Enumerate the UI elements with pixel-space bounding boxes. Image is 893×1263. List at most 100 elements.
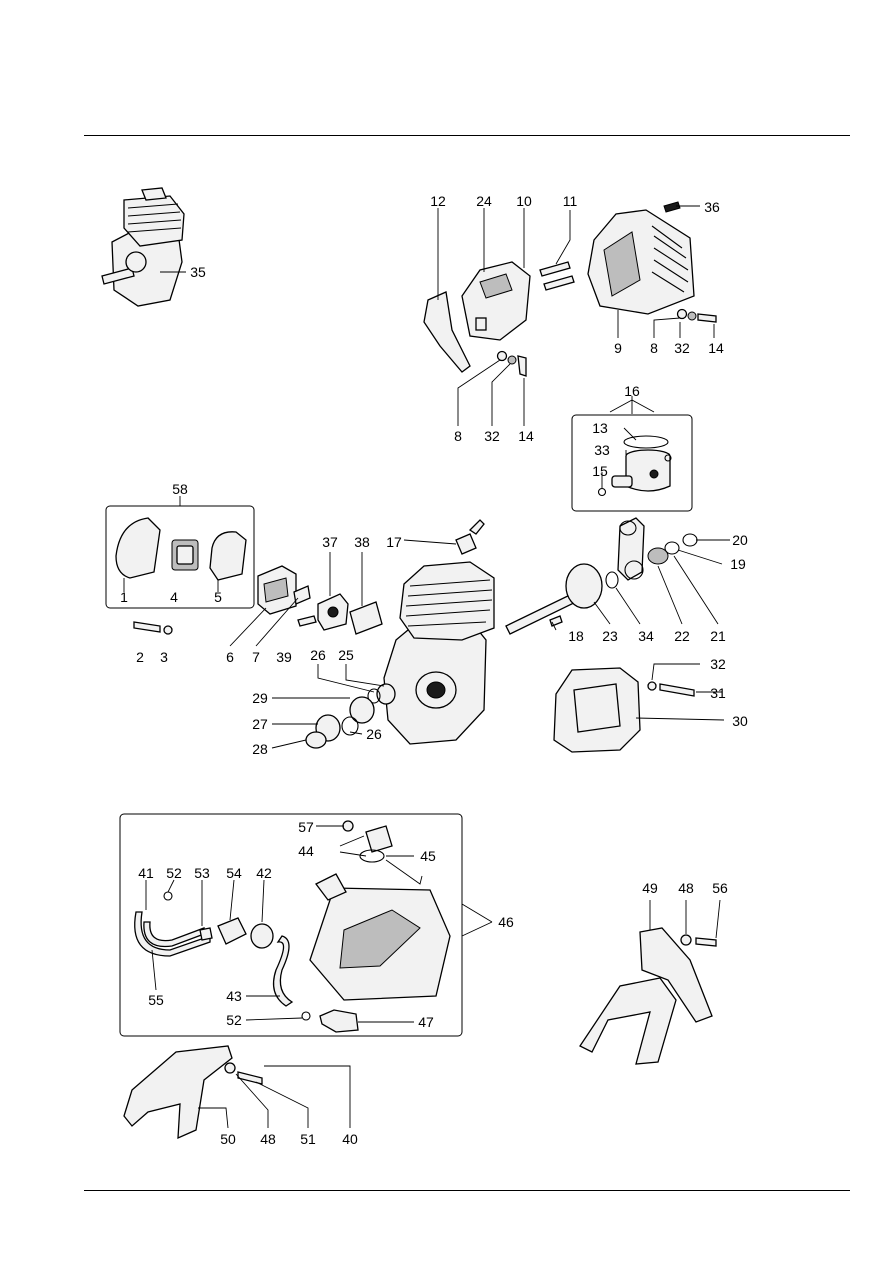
intake-gasket-drawing [349,601,383,635]
callout-54: 54 [226,865,242,881]
callout-24: 24 [476,193,492,209]
callout-41: 41 [138,865,154,881]
tank-grommet-42-drawing [250,923,274,949]
spark-plug-drawing [455,519,485,555]
callout-48-left: 48 [260,1131,276,1147]
fuel-hose-43-drawing [272,935,294,1007]
callout-52-upper: 52 [166,865,182,881]
callout-29: 29 [252,690,268,706]
cap-strap-45-drawing [385,859,423,885]
callout-16: 16 [624,383,640,399]
callout-57: 57 [298,819,314,835]
callout-44: 44 [298,843,314,859]
callout-48-right: 48 [678,880,694,896]
fuel-tank-drawing [309,873,451,1001]
seal-28-drawing [305,731,327,749]
callout-26-lower: 26 [366,726,382,742]
callout-35: 35 [190,264,206,280]
bolt-31-drawing [659,683,695,697]
clamp-52-upper [163,891,173,901]
callout-11: 11 [562,193,578,209]
muffler-screw-drawing [539,261,575,291]
callout-45: 45 [420,848,436,864]
callout-25: 25 [338,647,354,663]
callout-51: 51 [300,1131,316,1147]
needle-bearing-22-drawing [647,547,669,565]
engine-block-drawing [383,561,495,745]
filter-base-drawing [209,531,247,581]
callout-34: 34 [638,628,654,644]
engine-assembly-drawing [101,187,185,307]
callout-12: 12 [430,193,446,209]
callout-4: 4 [170,589,178,605]
washer-19-drawing [664,541,680,555]
callout-47: 47 [418,1014,434,1030]
fuel-filter-47-drawing [319,1009,359,1033]
piston-kit-box [571,414,693,512]
circlip-26-upper [367,688,381,704]
leader-lines [123,205,730,1129]
callout-18: 18 [568,628,584,644]
bolt-56-drawing [695,937,717,947]
crankshaft-drawing [505,563,603,635]
crankcase-half-drawing [553,667,641,753]
callout-21: 21 [710,628,726,644]
callout-39: 39 [276,649,292,665]
callout-22: 22 [674,628,690,644]
lock-washer-32-right [687,311,697,321]
callout-20: 20 [732,532,748,548]
callout-26-upper: 26 [310,647,326,663]
muffler-drawing [461,261,531,341]
callout-53: 53 [194,865,210,881]
callout-9: 9 [614,340,622,356]
callout-28: 28 [252,741,268,757]
carburetor-drawing [257,565,297,615]
handle-bracket-right-drawing [579,927,713,1065]
callout-40: 40 [342,1131,358,1147]
primer-bulb-54-drawing [217,917,247,945]
callout-36: 36 [704,199,720,215]
callout-55: 55 [148,992,164,1008]
fuel-tank-kit-box [119,813,463,1037]
callout-52-lower: 52 [226,1012,242,1028]
washer-34-drawing [605,571,619,589]
callout-23: 23 [602,628,618,644]
washer-48-left [224,1062,236,1074]
callout-14-right: 14 [708,340,724,356]
circlip-right-drawing [664,454,672,462]
circlip-drawing [597,487,607,497]
bearing-29-drawing [349,696,375,724]
bearing-25-drawing [376,683,396,705]
top-rule [84,135,850,136]
carb-screw-drawing [297,615,317,627]
connecting-rod-drawing [617,517,645,581]
callout-33: 33 [594,442,610,458]
filter-screw-drawing [133,621,161,633]
callout-32-right: 32 [674,340,690,356]
grommet-53-drawing [199,927,213,941]
callout-14-left: 14 [518,428,534,444]
callout-7: 7 [252,649,260,665]
cap-seal-44-drawing [359,849,385,863]
carb-gasket-drawing [293,585,311,605]
piston-ring-drawing [623,435,669,449]
callout-15: 15 [592,463,608,479]
callout-1: 1 [120,589,128,605]
callout-17: 17 [386,534,402,550]
bolt-14-right [697,313,717,323]
cap-vent-57-drawing [342,820,354,832]
callout-46: 46 [498,914,514,930]
clamp-52-lower [301,1011,311,1021]
callout-38: 38 [354,534,370,550]
callout-32-crankcase: 32 [710,656,726,672]
piston-drawing [625,449,671,492]
callout-31: 31 [710,685,726,701]
fuel-cap-drawing [365,825,393,853]
washer-8-left [496,350,508,362]
washer-8-right [676,308,688,320]
shroud-screw-drawing [663,201,681,213]
handle-bracket-left-drawing [123,1045,233,1140]
callout-6: 6 [226,649,234,665]
